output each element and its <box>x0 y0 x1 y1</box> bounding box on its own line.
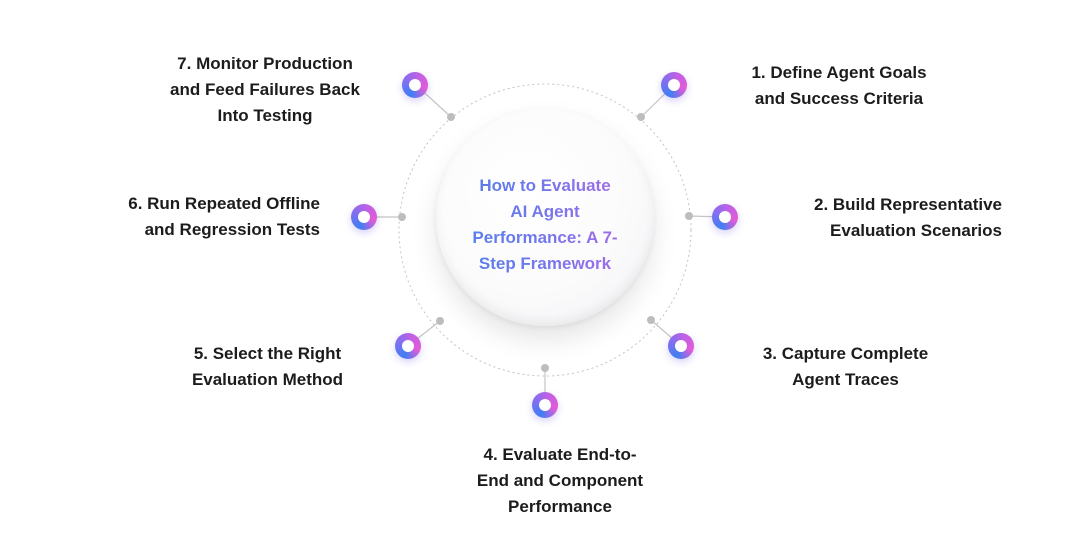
step-1-ring-icon <box>661 72 687 98</box>
center-hub-circle <box>436 108 654 326</box>
step-5-label: 5. Select the Right Evaluation Method <box>191 344 344 389</box>
step-3-label: 3. Capture Complete Agent Traces <box>762 344 929 389</box>
step-4-ring-icon <box>532 392 558 418</box>
step-2-label: 2. Build Representative Evaluation Scena… <box>813 195 1002 240</box>
step-2-ring-icon <box>712 204 738 230</box>
connector-dot-3 <box>647 316 655 324</box>
step-7-ring-icon <box>402 72 428 98</box>
connector-dot-5 <box>436 317 444 325</box>
diagram-title: How to Evaluate AI Agent Performance: A … <box>445 173 645 277</box>
step-6-label: 6. Run Repeated Offline and Regression T… <box>128 194 320 239</box>
step-5-ring-icon <box>395 333 421 359</box>
connector-dot-2 <box>685 212 693 220</box>
step-6-ring-icon <box>351 204 377 230</box>
step-7-label: 7. Monitor Production and Feed Failures … <box>170 54 360 125</box>
step-3-ring-icon <box>668 333 694 359</box>
step-4-label: 4. Evaluate End-to- End and Component Pe… <box>476 445 644 516</box>
connector-dot-1 <box>637 113 645 121</box>
connector-dot-6 <box>398 213 406 221</box>
connector-dot-4 <box>541 364 549 372</box>
outer-dashed-ring <box>398 83 692 377</box>
connector-dot-7 <box>447 113 455 121</box>
step-1-label: 1. Define Agent Goals and Success Criter… <box>751 63 927 108</box>
